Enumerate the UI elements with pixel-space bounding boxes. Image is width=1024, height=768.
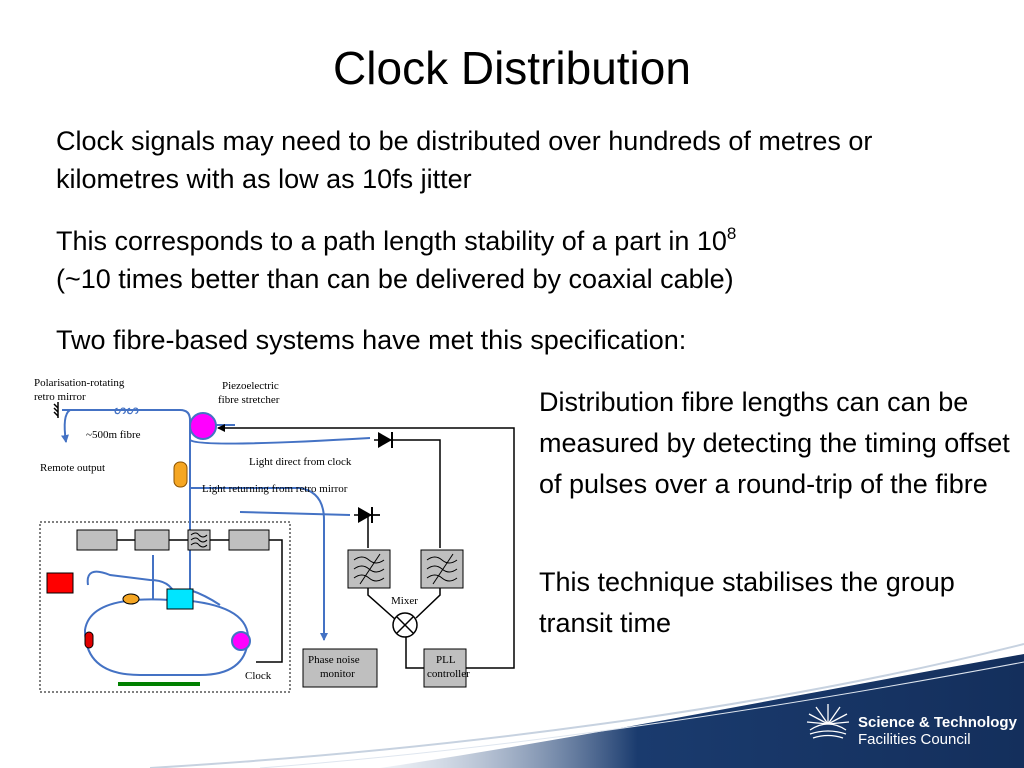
- exponent: 8: [726, 224, 737, 243]
- logo-line-2: Facilities Council: [858, 731, 971, 748]
- isolator: [122, 593, 140, 605]
- logo-line-1: Science & Technology: [858, 714, 1017, 731]
- side-text-fibre-lengths: Distribution fibre lengths can can be me…: [539, 387, 1010, 499]
- stfc-logo-text: Science & Technology Facilities Council: [858, 714, 1017, 748]
- pll-controller-box: [423, 648, 467, 688]
- paragraph-path-length-main: This corresponds to a path length stabil…: [56, 226, 727, 256]
- paragraph-path-length: This corresponds to a path length stabil…: [56, 222, 956, 298]
- label-retro-mirror-1: Polarisation-rotating: [34, 377, 125, 389]
- clock-block-3: [228, 529, 270, 551]
- clock-filter-small: [187, 529, 211, 551]
- label-mixer: Mixer: [391, 595, 418, 607]
- label-pll-2: controller: [427, 668, 470, 680]
- fibre-stretcher: [189, 412, 217, 440]
- label-pll-1: PLL: [436, 654, 456, 666]
- stfc-logo-icon: [806, 704, 850, 739]
- bandpass-filter-right: [420, 549, 464, 589]
- photodiode-direct: [374, 432, 396, 448]
- fibre-coupler: [173, 461, 188, 488]
- label-light-returning: Light returning from retro mirror: [202, 483, 348, 495]
- bandpass-filter-left: [347, 549, 391, 589]
- label-phase-noise-1: Phase noise: [308, 654, 360, 666]
- paragraph-path-length-rest: (~10 times better than can be delivered …: [56, 264, 734, 294]
- retro-mirror: [53, 402, 59, 418]
- footer-band: [149, 643, 1024, 768]
- splitter-block: [166, 588, 194, 610]
- label-stretcher-2: fibre stretcher: [218, 394, 280, 406]
- laser-source: [46, 572, 74, 594]
- label-fibre: ~500m fibre: [86, 429, 141, 441]
- label-remote-output: Remote output: [40, 462, 105, 474]
- paragraph-clock-signals: Clock signals may need to be distributed…: [56, 126, 873, 194]
- loop-coupler: [84, 631, 94, 649]
- paragraph-fibre-systems: Two fibre-based systems have met this sp…: [56, 325, 687, 355]
- label-clock: Clock: [245, 670, 272, 682]
- slide-title: Clock Distribution: [333, 42, 691, 94]
- clock-enclosure: [39, 521, 291, 693]
- clock-output-stretcher: [231, 631, 251, 651]
- clock-distribution-diagram: ᔕᔕ: [34, 377, 515, 693]
- fibre-coil-symbol: ᔕᔕ: [114, 403, 139, 418]
- label-stretcher-1: Piezoelectric: [222, 380, 279, 392]
- label-light-direct: Light direct from clock: [249, 456, 352, 468]
- mixer-symbol: [392, 612, 418, 638]
- side-text-stabilises: This technique stabilises the group tran…: [539, 567, 955, 638]
- clock-block-1: [76, 529, 118, 551]
- phase-noise-monitor-box: [302, 648, 378, 688]
- label-retro-mirror-2: retro mirror: [34, 391, 86, 403]
- label-phase-noise-2: monitor: [320, 668, 355, 680]
- clock-block-2: [134, 529, 170, 551]
